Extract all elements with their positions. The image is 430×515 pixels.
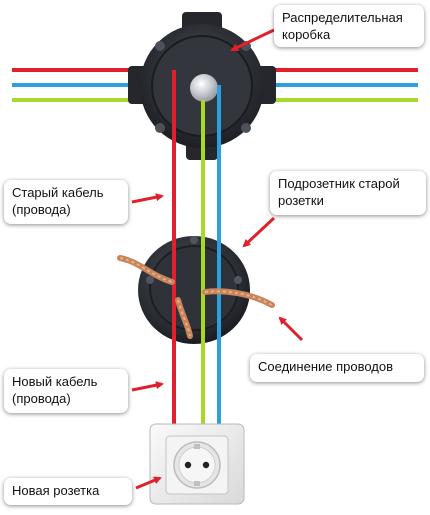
label-new-socket-line1: Новая розетка xyxy=(12,483,100,498)
arrow-junction-box xyxy=(230,28,275,52)
label-junction-box: Распределительная коробка xyxy=(274,5,424,47)
twisted-copper-connections xyxy=(117,255,275,339)
label-new-cable: Новый кабель (провода) xyxy=(4,369,128,413)
label-old-socket-box-line2: розетки xyxy=(278,193,324,208)
label-old-cable: Старый кабель (провода) xyxy=(4,180,128,224)
label-old-socket-box-line1: Подрозетник старой xyxy=(278,176,400,191)
label-wire-connection-line1: Соединение проводов xyxy=(258,359,394,374)
label-junction-box-line2: коробка xyxy=(282,27,331,42)
junction-box-connector xyxy=(190,74,218,102)
label-new-socket: Новая розетка xyxy=(4,478,132,505)
label-old-cable-line1: Старый кабель xyxy=(12,185,104,200)
socket-hole-left xyxy=(184,461,192,469)
arrow-new-socket xyxy=(135,476,162,490)
junction-box xyxy=(128,12,276,160)
label-wire-connection: Соединение проводов xyxy=(250,354,424,382)
label-junction-box-line1: Распределительная xyxy=(282,10,403,25)
label-new-cable-line2: (провода) xyxy=(12,391,71,406)
arrow-old-socket-box xyxy=(242,216,276,248)
arrow-old-cable xyxy=(131,193,164,204)
label-old-cable-line2: (провода) xyxy=(12,202,71,217)
arrow-wire-connection xyxy=(278,316,304,342)
arrow-new-cable xyxy=(131,381,164,392)
pointer-arrows xyxy=(131,28,304,490)
label-new-cable-line1: Новый кабель xyxy=(12,374,98,389)
new-socket xyxy=(149,423,245,505)
socket-hole-right xyxy=(202,461,210,469)
label-old-socket-box: Подрозетник старой розетки xyxy=(270,171,426,215)
